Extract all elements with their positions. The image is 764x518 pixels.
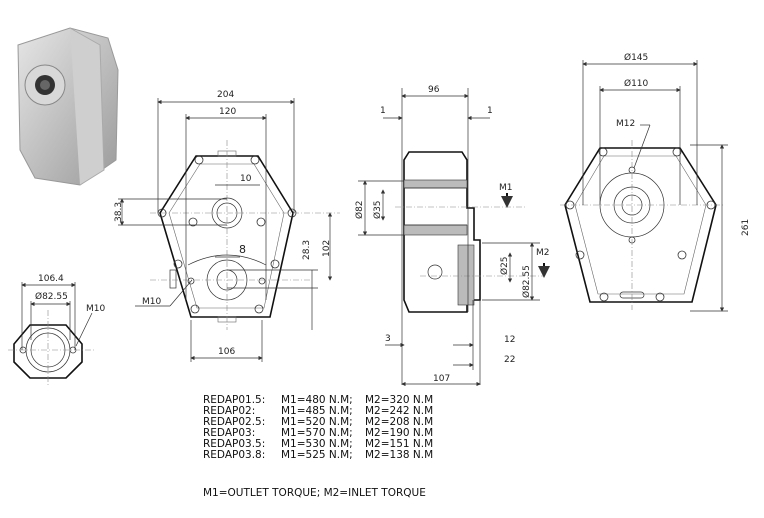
dim-d82-55-flange: Ø82.55: [35, 291, 68, 302]
front-view: 204 120 10 8 38.3 102 28.3 106 M10: [114, 90, 340, 362]
dim-107: 107: [433, 374, 450, 384]
dim-106-4: 106.4: [38, 274, 64, 284]
torque-m2: M2: [536, 248, 550, 258]
torque-spec-table: REDAP01.5: M1=480 N.M; M2=320 N.M REDAP02:…: [203, 395, 433, 461]
model: REDAP03.8:: [203, 449, 266, 461]
spec-row: REDAP03: M1=570 N.M; M2=190 N.M: [203, 428, 433, 439]
spec-row: REDAP02: M1=485 N.M; M2=242 N.M: [203, 406, 433, 417]
spec-row: REDAP03.5: M1=530 N.M; M2=151 N.M: [203, 439, 433, 450]
m1-value: M1=525 N.M;: [281, 449, 353, 461]
dim-3: 3: [385, 334, 391, 344]
dim-28-3: 28.3: [302, 240, 312, 260]
dim-d35: Ø35: [372, 200, 383, 219]
dim-1-left: 1: [380, 106, 386, 116]
model: REDAP02:: [203, 405, 256, 417]
dim-d110: Ø110: [624, 78, 649, 89]
dim-22: 22: [504, 355, 515, 365]
dim-8: 8: [239, 243, 246, 256]
m2-value: M2=190 N.M: [365, 427, 434, 439]
dim-261: 261: [741, 219, 751, 236]
dim-96: 96: [428, 85, 440, 95]
m1-value: M1=570 N.M;: [281, 427, 353, 439]
m2-value: M2=138 N.M: [365, 449, 434, 461]
dim-106: 106: [218, 347, 235, 357]
dim-1-right: 1: [487, 106, 493, 116]
gearbox-photo: [17, 27, 119, 186]
dim-d82-55: Ø82.55: [521, 265, 532, 298]
dim-12: 12: [504, 335, 515, 345]
side-view: 96 1 1 Ø82 Ø35 M1 M2 Ø25 Ø82.55 3 12 22 …: [354, 85, 550, 387]
torque-legend: M1=OUTLET TORQUE; M2=INLET TORQUE: [203, 487, 426, 499]
m1-value: M1=520 N.M;: [281, 416, 353, 428]
dim-120: 120: [219, 107, 236, 117]
m2-value: M2=320 N.M: [365, 394, 434, 406]
dim-102: 102: [322, 240, 332, 257]
model: REDAP03.5:: [203, 438, 266, 450]
dim-38-3: 38.3: [114, 202, 124, 222]
m2-value: M2=208 N.M: [365, 416, 434, 428]
rear-view: Ø145 Ø110 M12 261: [560, 52, 751, 312]
dim-204: 204: [217, 90, 234, 100]
dim-d145: Ø145: [624, 52, 648, 63]
m1-value: M1=530 N.M;: [281, 438, 353, 450]
model: REDAP01.5:: [203, 394, 266, 406]
spec-row: REDAP03.8: M1=525 N.M; M2=138 N.M: [203, 450, 433, 461]
spec-row: REDAP01.5: M1=480 N.M; M2=320 N.M: [203, 395, 433, 406]
dim-d82: Ø82: [354, 200, 365, 219]
m1-value: M1=485 N.M;: [281, 405, 353, 417]
model: REDAP03:: [203, 427, 256, 439]
thread-m10-flange: M10: [86, 304, 105, 314]
m2-value: M2=242 N.M: [365, 405, 434, 417]
spec-row: REDAP02.5: M1=520 N.M; M2=208 N.M: [203, 417, 433, 428]
m2-value: M2=151 N.M: [365, 438, 434, 450]
dim-d25: Ø25: [499, 256, 510, 275]
m1-value: M1=480 N.M;: [281, 394, 353, 406]
flange-view: 106.4 Ø82.55 M10: [8, 274, 105, 385]
thread-m10: M10: [142, 297, 161, 307]
thread-m12: M12: [616, 119, 635, 129]
torque-m1: M1: [499, 183, 513, 193]
model: REDAP02.5:: [203, 416, 266, 428]
dim-10: 10: [240, 174, 252, 184]
